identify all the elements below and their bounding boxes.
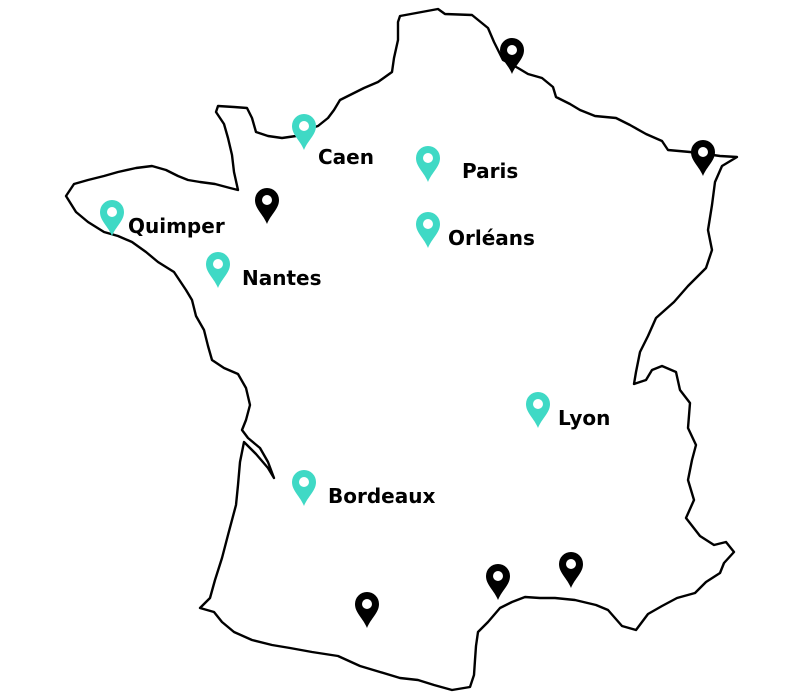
marker-normandy-south	[255, 188, 279, 224]
map-pin-icon	[526, 392, 550, 428]
map-pin-hole	[507, 45, 517, 55]
map-pin-icon	[206, 252, 230, 288]
city-label-lyon: Lyon	[558, 406, 610, 430]
map-pin-icon	[255, 188, 279, 224]
map-pin-hole	[262, 195, 272, 205]
marker-north	[500, 38, 524, 74]
map-pin-icon	[691, 140, 715, 176]
city-marker-paris	[416, 146, 440, 182]
city-label-quimper: Quimper	[128, 214, 225, 238]
map-pin-hole	[493, 571, 503, 581]
map-pin-icon	[500, 38, 524, 74]
france-border-outline	[64, 7, 739, 692]
city-marker-caen	[292, 114, 316, 150]
map-pin-hole	[299, 121, 309, 131]
map-pin-icon	[559, 552, 583, 588]
map-pin-icon	[292, 114, 316, 150]
map-pin-hole	[213, 259, 223, 269]
map-pin-icon	[486, 564, 510, 600]
map-pin-hole	[533, 399, 543, 409]
map-pin-hole	[698, 147, 708, 157]
map-pin-hole	[362, 599, 372, 609]
city-label-paris: Paris	[462, 159, 518, 183]
map-pin-icon	[292, 470, 316, 506]
marker-northeast	[691, 140, 715, 176]
map-pin-hole	[423, 153, 433, 163]
city-marker-lyon	[526, 392, 550, 428]
map-pin-hole	[566, 559, 576, 569]
marker-south-center	[486, 564, 510, 600]
city-marker-bordeaux	[292, 470, 316, 506]
city-marker-orleans	[416, 212, 440, 248]
city-label-orleans: Orléans	[448, 226, 535, 250]
city-label-nantes: Nantes	[242, 266, 322, 290]
map-pin-hole	[107, 207, 117, 217]
marker-south-west	[355, 592, 379, 628]
map-pin-icon	[416, 212, 440, 248]
map-pin-icon	[100, 200, 124, 236]
map-pin-icon	[355, 592, 379, 628]
city-label-caen: Caen	[318, 145, 374, 169]
city-marker-quimper	[100, 200, 124, 236]
city-marker-nantes	[206, 252, 230, 288]
city-label-bordeaux: Bordeaux	[328, 484, 435, 508]
marker-south-east	[559, 552, 583, 588]
map-pin-hole	[423, 219, 433, 229]
map-pin-hole	[299, 477, 309, 487]
map-pin-icon	[416, 146, 440, 182]
